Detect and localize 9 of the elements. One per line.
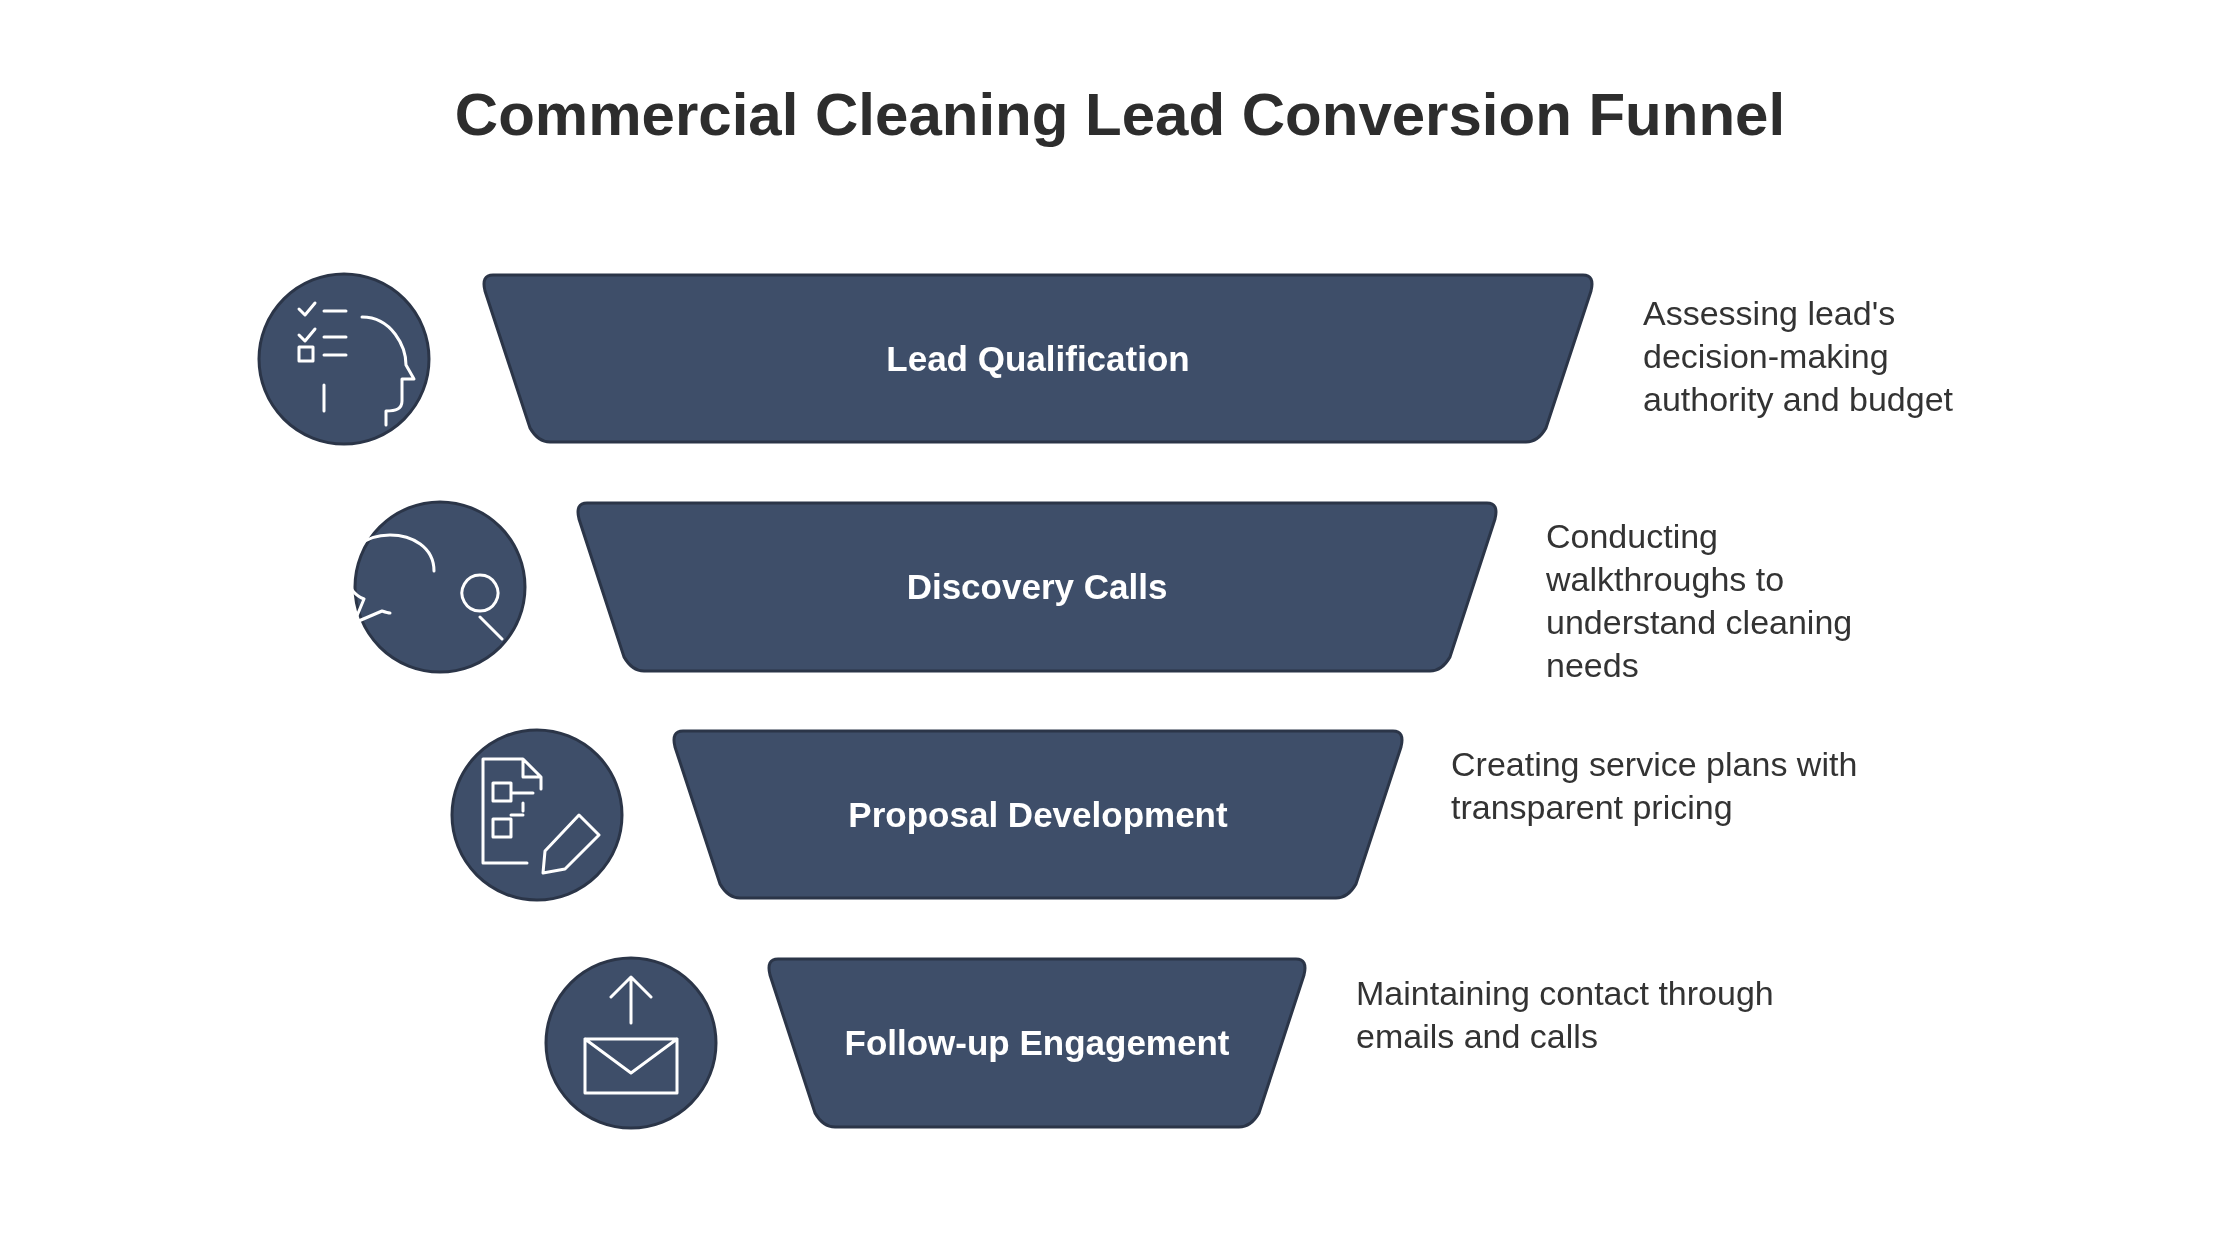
stage-label: Discovery Calls: [906, 567, 1168, 607]
diagram-title: Commercial Cleaning Lead Conversion Funnel: [453, 80, 1787, 149]
stage-label: Proposal Development: [848, 794, 1228, 835]
stage-label: Follow-up Engagement: [844, 1023, 1230, 1063]
stage-description: Conducting walkthroughs to understand cleaning needs: [1546, 516, 1854, 686]
stage-description: Maintaining contact through emails and calls: [1356, 973, 1775, 1057]
stage-description: Creating service plans with transparent pricing: [1451, 744, 1859, 828]
stage-label: Lead Qualification: [886, 338, 1190, 379]
stage-description: Assessing lead's decision-making authority and budget: [1643, 293, 1955, 420]
